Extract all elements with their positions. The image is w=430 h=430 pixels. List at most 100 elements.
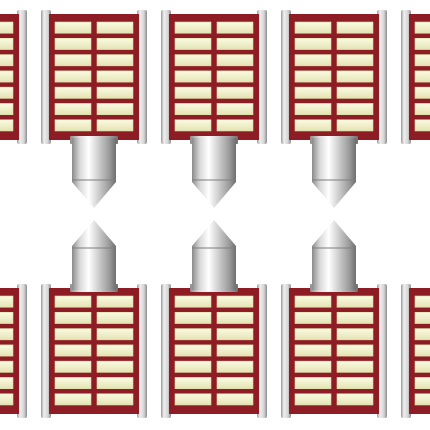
led-chip	[0, 119, 14, 132]
led-chip	[294, 86, 332, 99]
led-bulb-bulb-4	[281, 10, 387, 208]
led-chip	[414, 54, 430, 67]
led-chip	[414, 360, 430, 373]
heatsink-left	[41, 10, 51, 144]
end-cap-groove	[312, 247, 356, 249]
led-chip	[216, 328, 254, 341]
end-cap-sleeve	[312, 246, 356, 290]
pcb-divider	[92, 14, 96, 140]
led-chip	[96, 311, 134, 324]
led-chip	[96, 70, 134, 83]
led-chip	[294, 360, 332, 373]
heatsink-left	[161, 10, 171, 144]
end-cap-tip	[312, 220, 356, 246]
led-chip	[174, 70, 212, 83]
led-chip	[216, 70, 254, 83]
end-cap-tip	[312, 182, 356, 208]
led-chip	[294, 54, 332, 67]
led-chip	[54, 86, 92, 99]
led-chip	[0, 344, 14, 357]
led-chip	[216, 37, 254, 50]
led-bulb-bulb-1	[0, 10, 27, 144]
led-chip	[0, 360, 14, 373]
led-chip	[336, 103, 374, 116]
led-chip	[216, 21, 254, 34]
led-chip	[216, 103, 254, 116]
heatsink-right	[377, 10, 387, 144]
pcb-divider	[332, 288, 336, 414]
heatsink-right	[377, 284, 387, 418]
end-cap-groove	[72, 179, 116, 181]
led-chip	[174, 328, 212, 341]
led-bulb-bulb-2	[41, 10, 147, 208]
pcb-divider	[212, 14, 216, 140]
led-chip	[96, 328, 134, 341]
led-chip	[294, 119, 332, 132]
led-chip	[216, 393, 254, 406]
led-chip	[294, 70, 332, 83]
led-chip	[0, 328, 14, 341]
led-chip	[216, 295, 254, 308]
end-cap-groove	[192, 179, 236, 181]
led-chip	[414, 328, 430, 341]
led-chip	[174, 344, 212, 357]
led-chip	[414, 21, 430, 34]
pcb-divider	[92, 288, 96, 414]
led-chip	[96, 86, 134, 99]
heatsink-left	[281, 10, 291, 144]
led-chip	[336, 393, 374, 406]
end-cap-tip	[72, 220, 116, 246]
heatsink-left	[161, 284, 171, 418]
led-chip	[414, 393, 430, 406]
led-chip	[96, 54, 134, 67]
led-chip	[174, 311, 212, 324]
led-chip	[54, 344, 92, 357]
led-chip	[294, 344, 332, 357]
led-chip	[294, 311, 332, 324]
led-chip	[0, 377, 14, 390]
led-chip	[174, 21, 212, 34]
led-chip	[294, 103, 332, 116]
led-chip	[414, 37, 430, 50]
led-bulb-bulb-6	[0, 284, 27, 418]
led-chip	[54, 360, 92, 373]
led-chip	[54, 393, 92, 406]
led-chip	[174, 295, 212, 308]
led-chip	[54, 54, 92, 67]
heatsink-right	[257, 10, 267, 144]
led-chip	[96, 103, 134, 116]
led-bulb-bulb-9	[281, 220, 387, 418]
led-chip	[54, 311, 92, 324]
led-chip	[216, 360, 254, 373]
heatsink-left	[41, 284, 51, 418]
led-chip	[0, 54, 14, 67]
end-cap-groove	[72, 247, 116, 249]
led-chip	[336, 377, 374, 390]
led-chip	[336, 21, 374, 34]
end-cap-groove	[192, 247, 236, 249]
led-chip	[414, 119, 430, 132]
led-chip	[54, 377, 92, 390]
led-chip	[294, 295, 332, 308]
led-chip	[294, 37, 332, 50]
led-chip	[216, 377, 254, 390]
led-chip	[0, 295, 14, 308]
led-chip	[174, 360, 212, 373]
led-chip	[336, 311, 374, 324]
led-chip	[336, 70, 374, 83]
led-chip	[96, 295, 134, 308]
led-chip	[336, 119, 374, 132]
led-chip	[54, 119, 92, 132]
led-chip	[414, 377, 430, 390]
led-chip	[54, 21, 92, 34]
led-chip	[174, 37, 212, 50]
end-cap-sleeve	[312, 138, 356, 182]
led-chip	[294, 328, 332, 341]
led-chip	[336, 54, 374, 67]
led-bulb-bulb-5	[401, 10, 430, 144]
led-chip	[414, 344, 430, 357]
led-chip	[174, 393, 212, 406]
end-cap-groove	[312, 179, 356, 181]
led-chip	[414, 86, 430, 99]
